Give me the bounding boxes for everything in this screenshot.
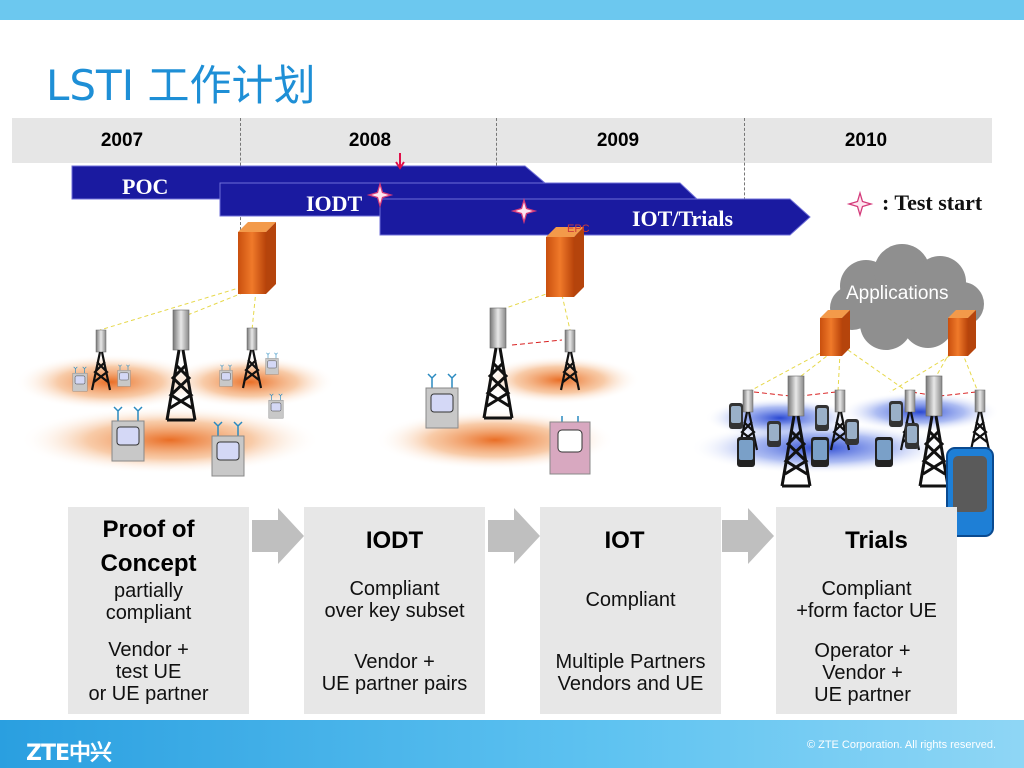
phone-icon (767, 421, 781, 447)
flow-arrow-icon (722, 508, 774, 564)
server-icon (546, 227, 584, 297)
iot-trials-arrow (379, 198, 811, 236)
top-banner (0, 0, 1024, 20)
phone-icon (905, 423, 919, 449)
year-2009: 2009 (596, 130, 640, 151)
legend-star-icon (848, 192, 872, 216)
card-trials: Trials Compliant +form factor UE Operato… (776, 507, 957, 714)
flow-arrow-icon (252, 508, 304, 564)
iodt-label: IODT (306, 191, 363, 216)
server-icon (948, 310, 976, 356)
timeline-bar: 2007 2008 2009 2010 (12, 118, 992, 163)
card-poc: Proof of Concept partially compliant Ven… (68, 507, 249, 714)
year-2010: 2010 (844, 130, 888, 151)
footer-bar (0, 720, 1024, 768)
card-compliance: Compliant +form factor UE (796, 578, 937, 622)
card-participants: Vendor + UE partner pairs (321, 651, 468, 695)
legend-test-start: : Test start (882, 190, 983, 215)
page-title: LSTI 工作计划 (46, 61, 316, 110)
year-divider (744, 118, 745, 230)
server-icon (238, 222, 276, 294)
copyright-text: © ZTE Corporation. All rights reserved. (806, 739, 996, 751)
iot-trials-label: IOT/Trials (632, 206, 733, 231)
year-2008: 2008 (348, 130, 392, 151)
poc-label: POC (122, 174, 168, 199)
card-compliance: Compliant over key subset (324, 578, 465, 622)
card-compliance: Compliant (585, 589, 676, 611)
card-title: Proof of Concept (100, 516, 197, 577)
phone-icon (845, 419, 859, 445)
card-title: IODT (365, 527, 424, 554)
year-2007: 2007 (100, 130, 144, 151)
phone-icon (815, 405, 829, 431)
zte-logo: ZTE中兴 (26, 741, 112, 766)
card-participants: Operator + Vendor + UE partner (814, 640, 911, 706)
card-participants: Multiple Partners Vendors and UE (555, 651, 706, 695)
card-participants: Vendor + test UE or UE partner (88, 639, 209, 705)
flow-arrow-icon (488, 508, 540, 564)
smartphone-icon (946, 447, 994, 537)
cloud-label: Applications (846, 283, 949, 304)
ue-device-icon (425, 373, 459, 429)
applications-cloud (830, 244, 984, 350)
server-icon (820, 310, 850, 356)
card-iot: IOT Compliant Multiple Partners Vendors … (540, 507, 721, 714)
epc-label: EPC (567, 223, 590, 235)
phone-icon (729, 403, 743, 429)
card-title: IOT (604, 527, 645, 554)
card-title: Trials (845, 527, 908, 554)
card-iodt: IODT Compliant over key subset Vendor + … (304, 507, 485, 714)
phone-icon (889, 401, 903, 427)
card-compliance: partially compliant (105, 580, 192, 624)
ue-device-icon (265, 352, 279, 375)
